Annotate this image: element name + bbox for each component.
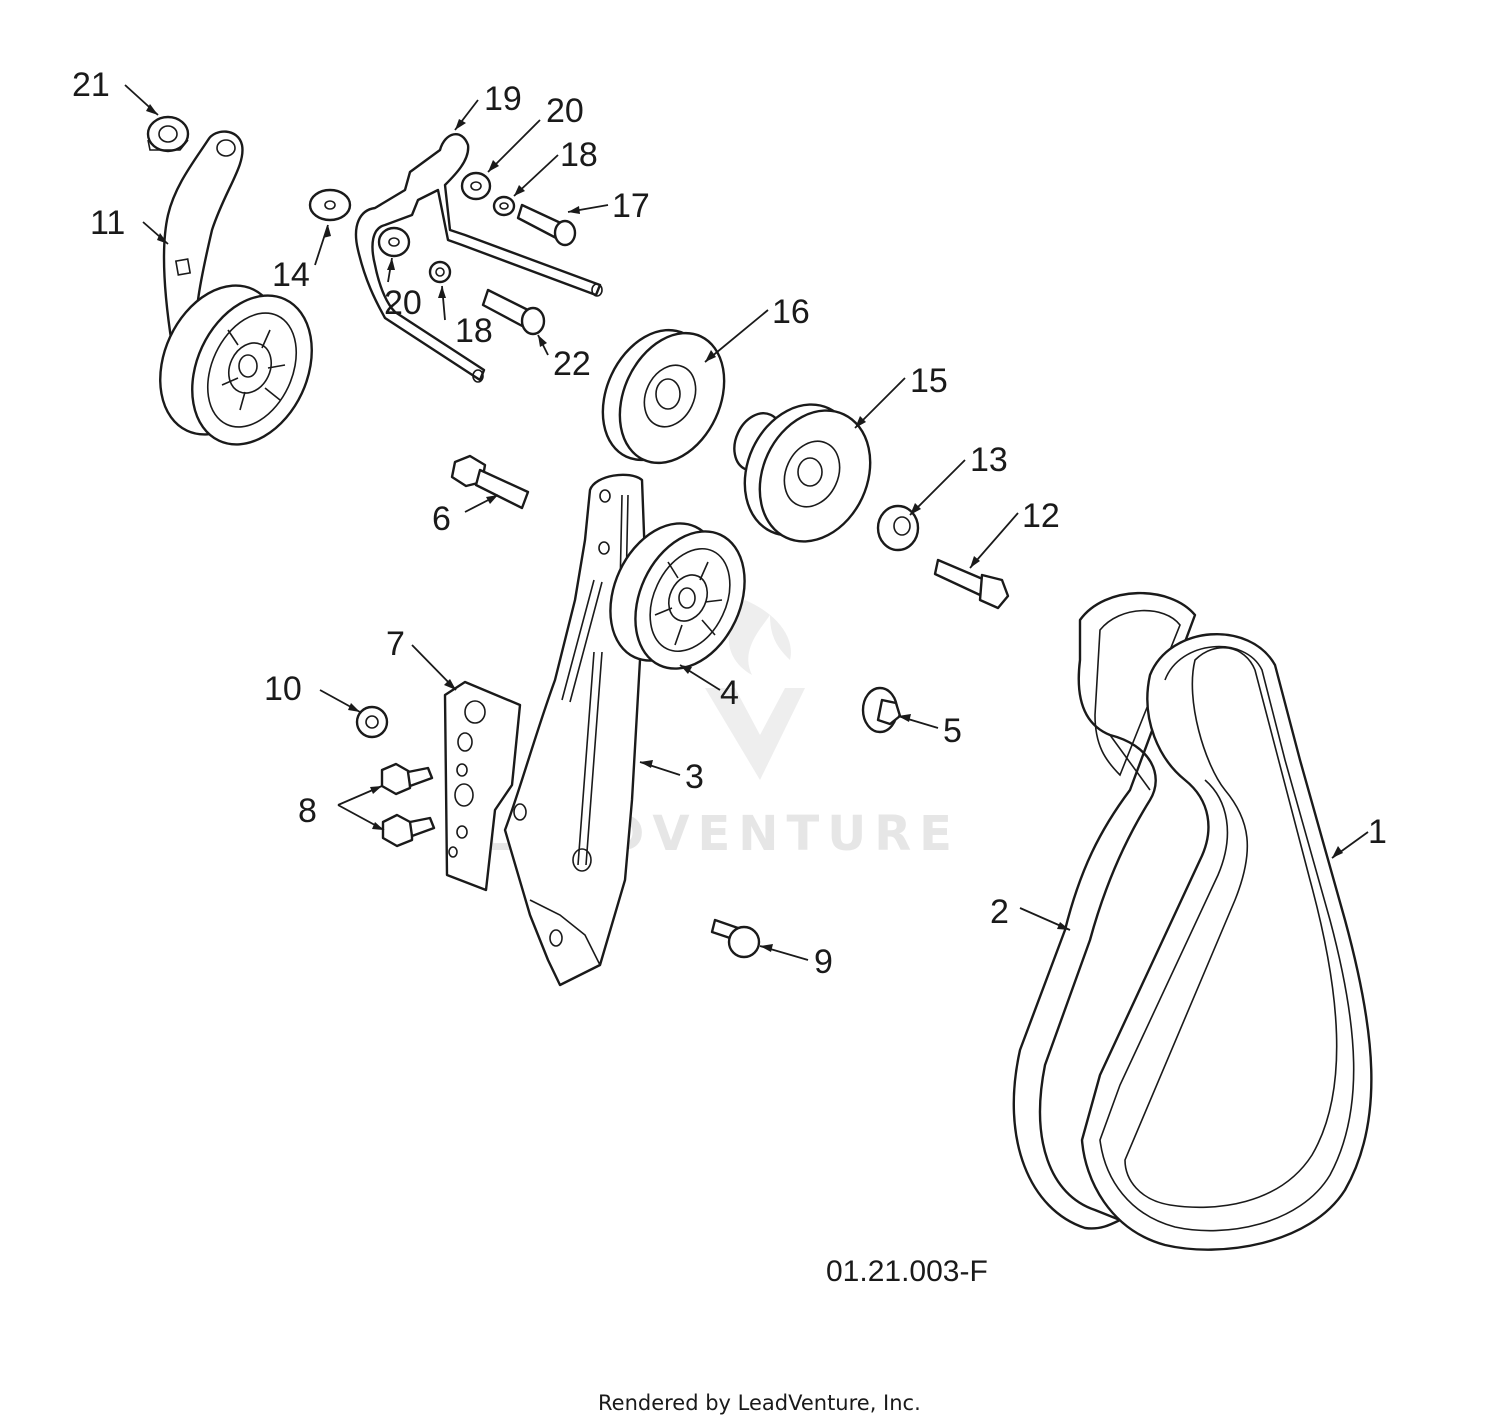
part-21-nut <box>146 115 190 153</box>
callout-20-upper: 20 <box>546 92 584 130</box>
part-18-clip-lower <box>428 260 452 284</box>
callout-15: 15 <box>910 362 948 400</box>
callout-1: 1 <box>1368 813 1387 851</box>
part-15-pulley <box>733 403 872 543</box>
part-20-washer-lower <box>377 226 411 258</box>
callout-labels: 1 2 3 4 5 6 7 8 9 10 11 12 13 14 15 16 1… <box>72 66 1387 981</box>
diagram-code: 01.21.003-F <box>826 1255 988 1288</box>
callout-5: 5 <box>943 712 962 750</box>
part-1-belt <box>1080 633 1373 1251</box>
callout-22: 22 <box>553 345 591 383</box>
part-9-bolt <box>710 918 761 959</box>
callout-14: 14 <box>272 256 310 294</box>
callout-11: 11 <box>90 204 125 242</box>
callout-10: 10 <box>264 670 302 708</box>
part-14-washer <box>308 188 352 222</box>
callout-16: 16 <box>772 293 810 331</box>
part-12-bolt <box>933 558 1010 610</box>
part-19-rod <box>354 133 603 383</box>
watermark-logo-icon <box>705 688 805 780</box>
part-18-clip-upper <box>492 195 516 217</box>
part-5-nut <box>861 686 902 734</box>
part-10-nut <box>355 705 389 739</box>
footer-credit: Rendered by LeadVenture, Inc. <box>598 1391 921 1415</box>
part-3-bracket <box>503 473 647 987</box>
callout-8: 8 <box>298 792 317 830</box>
callout-7: 7 <box>386 625 405 663</box>
part-7-plate <box>443 680 522 892</box>
part-20-washer-upper <box>460 171 492 201</box>
callout-6: 6 <box>432 500 451 538</box>
callout-17: 17 <box>612 187 650 225</box>
callout-3: 3 <box>685 758 704 796</box>
part-11-pulley <box>159 284 313 446</box>
callout-2: 2 <box>990 893 1009 931</box>
part-6-bolt <box>450 454 530 510</box>
callout-9: 9 <box>814 943 833 981</box>
part-22-pin <box>481 288 546 336</box>
part-8-screw-upper <box>380 762 434 796</box>
part-4-pulley <box>609 522 746 670</box>
part-11-idler-arm <box>162 130 244 347</box>
leader-lines <box>124 84 1369 961</box>
callout-18-lower: 18 <box>455 312 493 350</box>
part-13-spacer <box>876 504 920 552</box>
part-8-screw-lower <box>381 813 436 848</box>
callout-20-lower: 20 <box>384 284 422 322</box>
callout-21: 21 <box>72 66 110 104</box>
part-17-pin <box>516 203 577 247</box>
part-16-pulley <box>601 328 726 465</box>
callout-13: 13 <box>970 441 1008 479</box>
callout-4: 4 <box>720 674 739 712</box>
callout-18-upper: 18 <box>560 136 598 174</box>
callout-19: 19 <box>484 80 522 118</box>
callout-12: 12 <box>1022 497 1060 535</box>
